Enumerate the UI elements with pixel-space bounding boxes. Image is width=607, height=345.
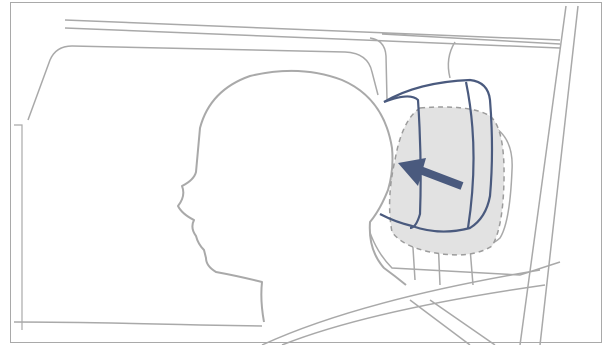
diagram-canvas — [0, 0, 607, 345]
headrest-diagram — [0, 0, 607, 345]
